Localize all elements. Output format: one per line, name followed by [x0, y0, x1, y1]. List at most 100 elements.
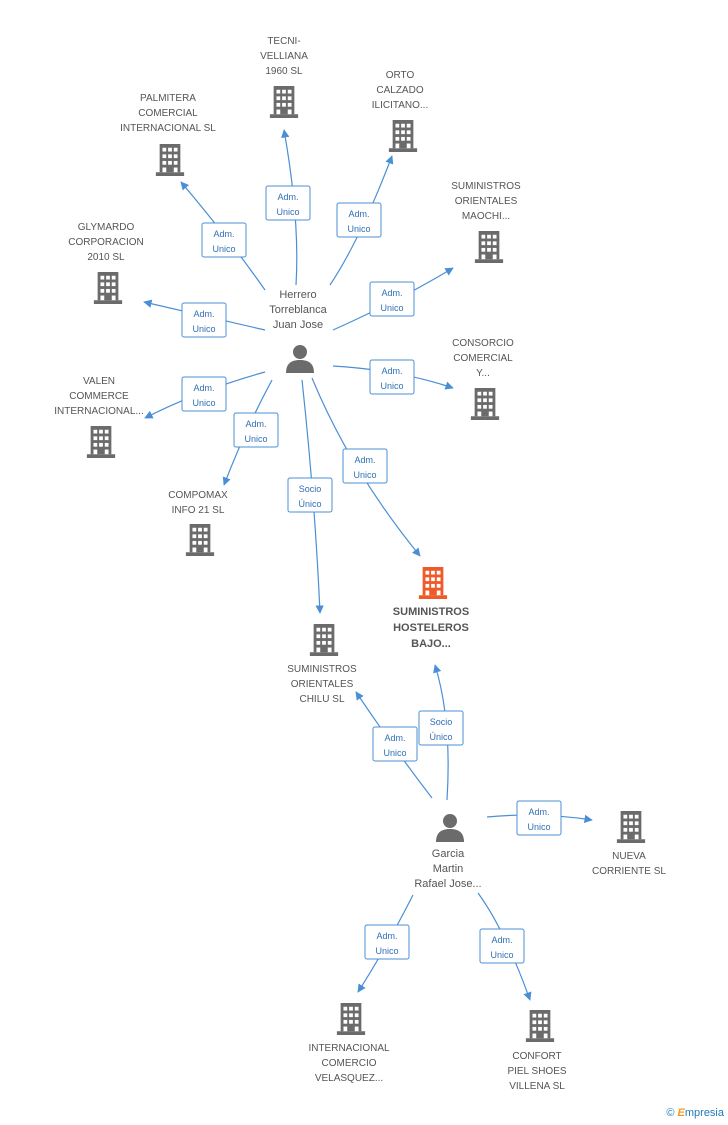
person-name-line: Torreblanca [269, 304, 327, 316]
relation-label-line: Adm. [245, 419, 266, 429]
relation-badge-p2-c_velasquez[interactable]: Adm.Unico [364, 924, 410, 960]
edges [143, 129, 593, 1001]
relation-box [516, 800, 562, 836]
relation-label-line: Unico [192, 398, 215, 408]
relation-badge-p2-c_confort[interactable]: Adm.Unico [479, 928, 525, 964]
relation-box [372, 726, 418, 762]
company-name-line: INTERNACIONAL... [54, 406, 143, 417]
relation-badge-p1-c_glym[interactable]: Adm.Unico [181, 302, 227, 338]
company-name-line: VALEN [83, 376, 115, 387]
building-icon [470, 388, 500, 420]
relation-label-line: Adm. [381, 366, 402, 376]
person-name-line: Garcia [432, 848, 465, 860]
company-name-line: CONFORT [512, 1051, 561, 1062]
building-icon [474, 231, 504, 263]
relation-badge-p1-c_maochi[interactable]: Adm.Unico [369, 281, 415, 317]
company-name-line: HOSTELEROS [393, 622, 469, 634]
relation-badge-p1-c_palm[interactable]: Adm. Unico [201, 222, 247, 258]
company-name-line: 1960 SL [265, 66, 303, 77]
relation-label-line: Socio [299, 484, 322, 494]
relation-label-line: Adm. [193, 309, 214, 319]
relation-badge-p1-c_compomax[interactable]: Adm. Unico [233, 412, 279, 448]
relation-box [479, 928, 525, 964]
company-name-line: TECNI- [267, 36, 300, 47]
relation-box [201, 222, 247, 258]
relation-label-line: Único [429, 732, 452, 742]
person-name-line: Martin [433, 863, 464, 875]
relation-badge-p2-c_nueva[interactable]: Adm. Unico [516, 800, 562, 836]
building-icon [418, 567, 448, 599]
company-node-c_velasquez[interactable]: INTERNACIONALCOMERCIOVELASQUEZ... [308, 1003, 390, 1084]
relation-label-line: Unico [383, 748, 406, 758]
relation-label-line: Adm. [381, 288, 402, 298]
building-icon [93, 272, 123, 304]
company-name-line: COMPOMAX [168, 490, 228, 501]
company-name-line: CHILU SL [299, 694, 344, 705]
company-node-c_valen[interactable]: VALEN COMMERCE INTERNACIONAL... [54, 376, 144, 458]
relation-label-line: Unico [375, 946, 398, 956]
relation-label-line: Unico [212, 244, 235, 254]
person-icon [436, 814, 464, 842]
person-name-line: Herrero [279, 289, 316, 301]
relation-label-line: Adm. [213, 229, 234, 239]
building-icon [155, 144, 185, 176]
company-name-line: COMERCIO [322, 1058, 377, 1069]
footer-brand[interactable]: © Empresia [666, 1107, 724, 1119]
company-name-line: BAJO... [411, 638, 451, 650]
relation-box [336, 202, 382, 238]
relation-badge-p1-c_consorcio[interactable]: Adm.Unico [369, 359, 415, 395]
building-icon [185, 524, 215, 556]
relation-box [287, 477, 333, 513]
building-icon [336, 1003, 366, 1035]
company-name-line: COMMERCE [69, 391, 129, 402]
building-icon [269, 86, 299, 118]
company-name-line: COMERCIAL [453, 353, 513, 364]
relation-label-line: Unico [490, 950, 513, 960]
building-icon [309, 624, 339, 656]
relation-badge-p1-c_valen[interactable]: Adm.Unico [181, 376, 227, 412]
relation-box [181, 376, 227, 412]
relation-label-line: Unico [347, 224, 370, 234]
company-node-c_hosteleros[interactable]: SUMINISTROS HOSTELEROS BAJO... [393, 567, 469, 650]
relation-box [342, 448, 388, 484]
relation-badge-p1-c_tecni[interactable]: Adm.Unico [265, 185, 311, 221]
company-name-line: CALZADO [376, 85, 423, 96]
relation-badge-p2-c_chilu[interactable]: Adm. Unico [372, 726, 418, 762]
company-name-line: PALMITERA [140, 93, 196, 104]
relation-label-line: Unico [276, 207, 299, 217]
building-icon [525, 1010, 555, 1042]
company-name-line: ORIENTALES [455, 196, 518, 207]
relation-label-line: Adm. [384, 733, 405, 743]
relation-label-line: Único [298, 499, 321, 509]
relation-label-line: Unico [527, 822, 550, 832]
relation-badge-p1-c_orto[interactable]: Adm. Unico [336, 202, 382, 238]
relation-label-line: Unico [244, 434, 267, 444]
relation-badge-p1-c_hosteleros[interactable]: Adm.Unico [342, 448, 388, 484]
company-node-c_maochi[interactable]: SUMINISTROSORIENTALESMAOCHI... [451, 181, 521, 263]
relation-box [369, 281, 415, 317]
relation-label-line: Adm. [528, 807, 549, 817]
company-name-line: VILLENA SL [509, 1081, 565, 1092]
relation-label-line: Adm. [348, 209, 369, 219]
relation-box [233, 412, 279, 448]
company-name-line: MAOCHI... [462, 211, 510, 222]
building-icon [86, 426, 116, 458]
company-name-line: ORIENTALES [291, 679, 354, 690]
company-name-line: SUMINISTROS [393, 606, 469, 618]
company-node-c_orto[interactable]: ORTOCALZADOILICITANO... [372, 70, 429, 152]
company-node-c_consorcio[interactable]: CONSORCIOCOMERCIALY... [452, 338, 514, 420]
person-name-line: Rafael Jose... [414, 878, 481, 890]
relation-label-line: Adm. [354, 455, 375, 465]
